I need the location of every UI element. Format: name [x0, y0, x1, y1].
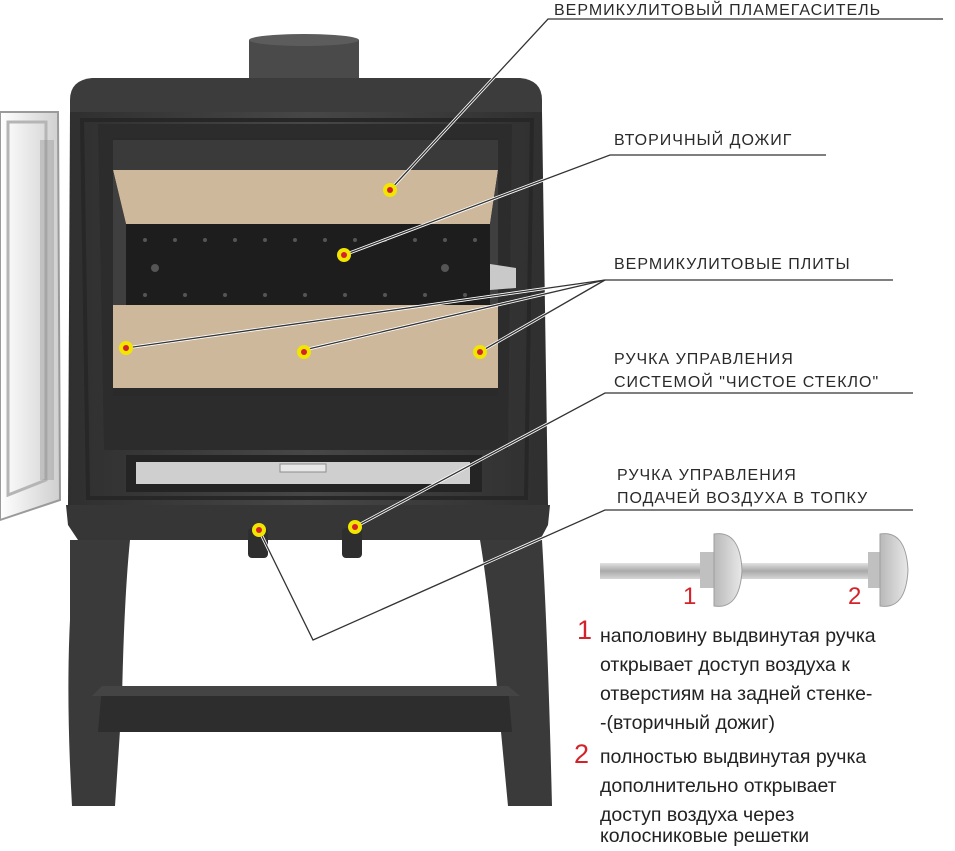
flue-pipe	[249, 34, 359, 85]
label-vermiculite-plates: ВЕРМИКУЛИТОВЫЕ ПЛИТЫ	[614, 256, 851, 273]
label-air-supply-line1: РУЧКА УПРАВЛЕНИЯ	[617, 467, 797, 484]
note-2-line-2: дополнительно открывает	[600, 775, 837, 797]
label-clean-glass-line2: СИСТЕМОЙ "ЧИСТОЕ СТЕКЛО"	[614, 374, 880, 391]
marker-plate-right	[473, 345, 487, 359]
label-air-supply-line2: ПОДАЧЕЙ ВОЗДУХА В ТОПКУ	[617, 490, 869, 507]
knob-position-2	[879, 533, 909, 607]
flame-baffle-plate	[113, 170, 498, 224]
note-2-line-1: полностью выдвинутая ручка	[600, 746, 867, 768]
note-1-line-1: наполовину выдвинутая ручка	[600, 625, 876, 647]
note-2-line-4: колосниковые решетки	[600, 825, 810, 847]
position-number-2: 2	[848, 583, 862, 610]
leader-lines	[125, 18, 943, 641]
stove-legs	[68, 540, 552, 806]
note-1-line-4: -(вторичный дожиг)	[600, 712, 776, 734]
marker-clean-glass-handle	[348, 520, 362, 534]
marker-secondary-burn	[337, 248, 351, 262]
marker-flame-baffle	[383, 183, 397, 197]
handle-position-illustration	[600, 533, 909, 607]
markers	[119, 183, 487, 537]
note-2-line-3: доступ воздуха через	[600, 804, 795, 826]
firebox	[113, 138, 516, 396]
marker-air-handle	[252, 523, 266, 537]
note-1-line-2: открывает доступ воздуха к	[600, 654, 850, 676]
label-clean-glass-line1: РУЧКА УПРАВЛЕНИЯ	[614, 351, 794, 368]
note-number-2: 2	[574, 739, 590, 769]
label-secondary-burn: ВТОРИЧНЫЙ ДОЖИГ	[614, 132, 793, 149]
note-1-line-3: отверстиям на задней стенке-	[600, 683, 873, 705]
stove-top	[70, 78, 542, 112]
marker-plate-left	[119, 341, 133, 355]
ash-drawer	[126, 455, 482, 492]
knob-position-1	[713, 533, 743, 607]
stove-base	[66, 505, 550, 540]
label-flame-baffle: ВЕРМИКУЛИТОВЫЙ ПЛАМЕГАСИТЕЛЬ	[554, 2, 882, 19]
stove-door	[0, 111, 62, 522]
note-number-1: 1	[577, 615, 593, 645]
marker-plate-center	[297, 345, 311, 359]
position-number-1: 1	[683, 583, 697, 610]
